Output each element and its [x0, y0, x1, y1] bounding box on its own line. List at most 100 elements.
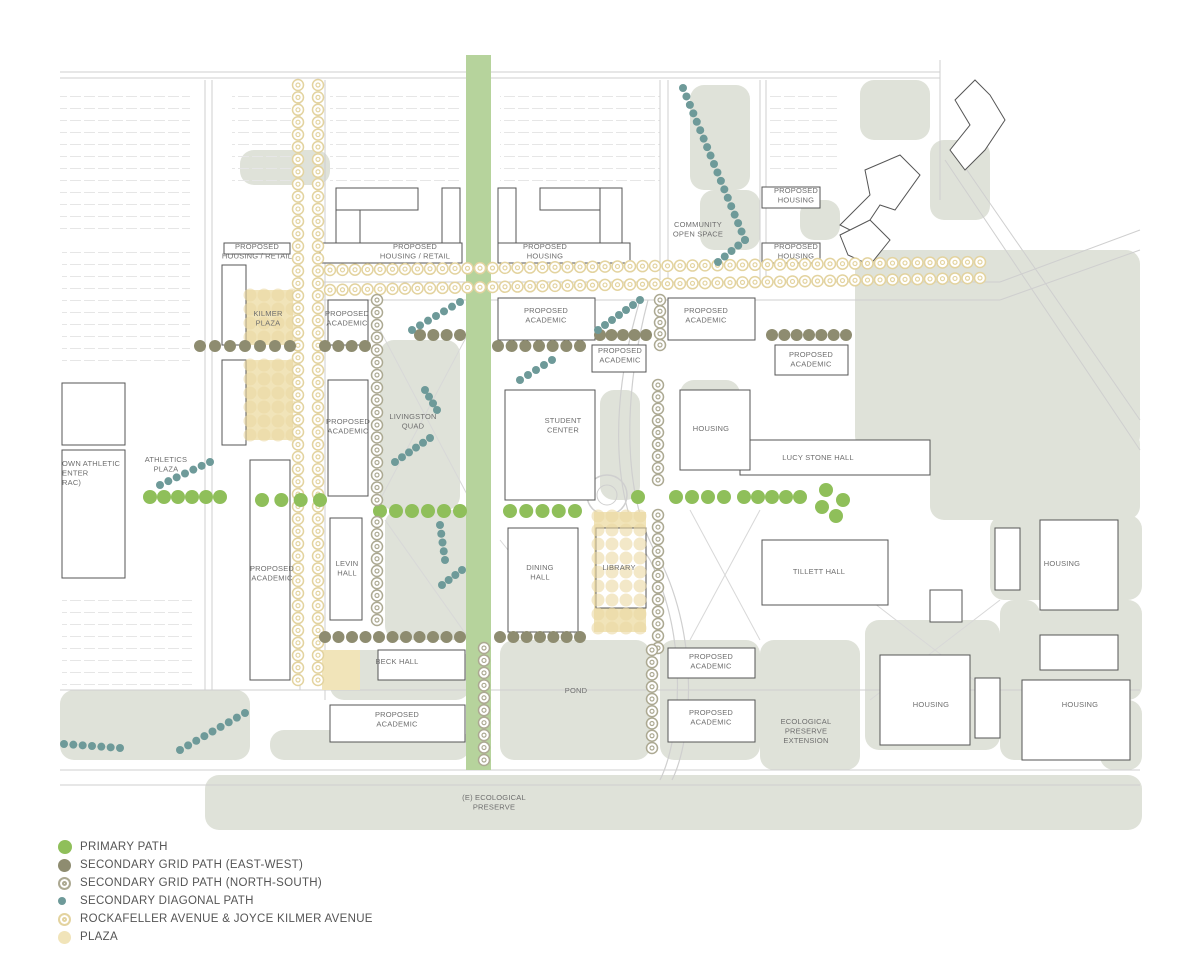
- secondary-ns-marker: [370, 381, 384, 394]
- avenue-marker: [311, 388, 325, 402]
- plaza-tree-marker: [633, 509, 647, 523]
- avenue-marker: [611, 260, 624, 273]
- plaza-tree-marker: [257, 428, 271, 442]
- plaza-tree-marker: [633, 607, 647, 621]
- legend-label: PLAZA: [80, 931, 118, 943]
- avenue-marker: [311, 673, 325, 687]
- primary-path-marker: [157, 490, 171, 504]
- diagonal-path-marker: [679, 84, 687, 92]
- avenue-marker: [448, 281, 462, 294]
- diagonal-path-marker: [421, 386, 429, 394]
- avenue-marker: [291, 636, 305, 650]
- diagonal-path-marker: [532, 366, 540, 374]
- secondary-ew-marker: [640, 329, 652, 341]
- map-label: PROPOSED: [689, 652, 733, 661]
- avenue-marker: [311, 289, 325, 302]
- avenue-marker: [311, 611, 325, 625]
- avenue-marker: [311, 264, 325, 278]
- avenue-marker: [398, 282, 412, 295]
- avenue-marker: [291, 351, 305, 364]
- plaza-tree-marker: [633, 523, 647, 537]
- diagonal-path-marker: [189, 465, 198, 474]
- avenue-marker: [291, 537, 305, 550]
- secondary-ns-marker: [651, 508, 665, 522]
- avenue-marker: [311, 475, 325, 488]
- diagonal-path-marker: [60, 740, 68, 748]
- avenue-marker: [311, 326, 325, 340]
- map-label: PROPOSED: [524, 306, 568, 315]
- avenue-marker: [423, 262, 437, 276]
- diagonal-path-marker: [208, 727, 217, 736]
- avenue-marker: [291, 289, 305, 302]
- secondary-ew-marker: [414, 329, 426, 341]
- avenue-marker: [311, 512, 325, 526]
- diagonal-path-marker: [164, 477, 173, 486]
- avenue-marker: [636, 259, 649, 273]
- secondary-ns-marker: [651, 402, 665, 415]
- secondary-ns-marker: [370, 443, 384, 457]
- plaza-tree-marker: [619, 509, 633, 523]
- avenue-marker: [336, 283, 349, 297]
- secondary-ns-marker: [370, 356, 384, 369]
- primary-path-marker: [293, 493, 308, 507]
- plaza-tree-marker: [591, 537, 605, 551]
- secondary-ns-marker: [477, 728, 491, 742]
- avenue-marker: [911, 256, 924, 270]
- footpath: [689, 509, 761, 641]
- plaza-tree-marker: [591, 621, 605, 635]
- diagonal-path-marker: [703, 143, 712, 152]
- plaza-tree-marker: [633, 551, 647, 565]
- avenue-marker: [291, 227, 305, 240]
- primary-path-marker: [836, 493, 850, 507]
- map-label: TILLETT HALL: [793, 567, 845, 576]
- diagonal-path-marker: [636, 296, 644, 304]
- secondary-ns-marker: [370, 456, 384, 469]
- diagonal-path-marker: [232, 713, 241, 722]
- legend-item-diagonal: SECONDARY DIAGONAL PATH: [58, 892, 373, 910]
- footpath: [384, 519, 471, 641]
- avenue-marker: [291, 78, 305, 92]
- avenue-marker: [311, 239, 325, 253]
- map-label: ACADEMIC: [525, 316, 567, 325]
- secondary-ns-marker: [370, 564, 384, 578]
- avenue-marker: [511, 261, 524, 274]
- avenue-marker: [711, 276, 724, 290]
- avenue-marker: [311, 252, 325, 265]
- avenue-marker: [661, 277, 674, 291]
- building: [327, 379, 369, 497]
- diagonal-path-marker: [441, 556, 449, 564]
- avenue-marker: [291, 165, 305, 179]
- building: [591, 344, 647, 373]
- diagonal-path-marker: [727, 202, 736, 211]
- avenue-marker: [911, 272, 924, 286]
- plaza-tree-marker: [243, 330, 257, 344]
- diagonal-path-marker: [737, 227, 746, 236]
- legend-item-plaza: PLAZA: [58, 928, 373, 946]
- secondary-ew-marker: [533, 340, 545, 352]
- diagonal-path-marker: [689, 109, 698, 118]
- primary-path-swatch-icon: [58, 840, 72, 854]
- secondary-ns-marker: [645, 692, 659, 706]
- avenue-marker: [948, 272, 962, 285]
- diagonal-path-marker: [622, 306, 630, 314]
- avenue-marker: [773, 275, 787, 288]
- map-label: ACADEMIC: [685, 316, 727, 325]
- diagonal-path-marker: [601, 321, 609, 329]
- avenue-marker: [291, 624, 305, 637]
- legend-label: ROCKAFELLER AVENUE & JOYCE KILMER AVENUE: [80, 913, 373, 925]
- map-label: ACADEMIC: [690, 718, 732, 727]
- secondary-ns-marker: [651, 450, 665, 463]
- map-label: ACADEMIC: [690, 662, 732, 671]
- secondary-ns-marker: [477, 691, 491, 705]
- building: [1021, 679, 1131, 761]
- plaza-tree-marker: [633, 621, 647, 635]
- map-label: PROPOSED: [689, 708, 733, 717]
- avenue-marker: [311, 549, 325, 563]
- map-label: KILMER: [253, 309, 283, 318]
- secondary-ns-marker: [370, 343, 384, 357]
- avenue-marker: [598, 278, 612, 292]
- secondary-ew-marker: [827, 329, 840, 341]
- map-label: HOUSING: [778, 196, 814, 205]
- secondary-ns-marker: [370, 318, 384, 332]
